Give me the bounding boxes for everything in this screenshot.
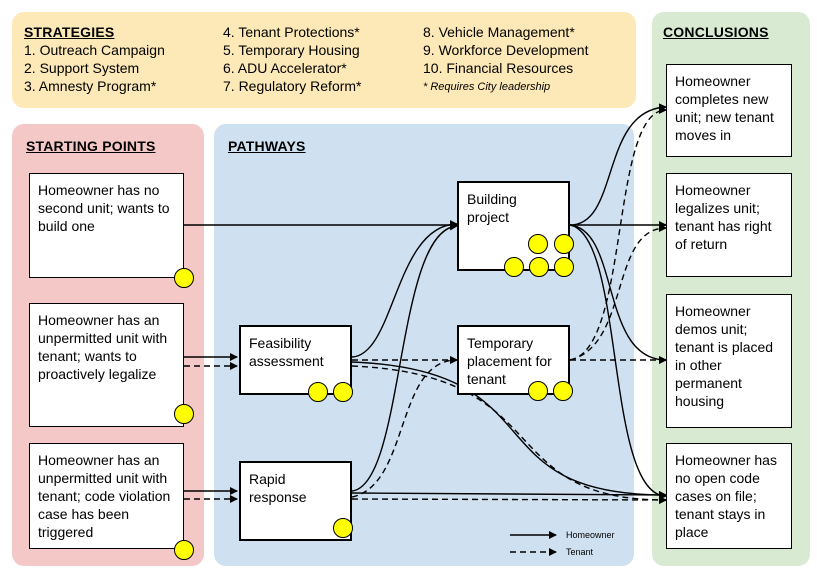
strategy-item: 9. Workforce Development bbox=[423, 42, 589, 58]
strategy-dot bbox=[174, 268, 194, 288]
conclusion-box: Homeowner demos unit; tenant is placed i… bbox=[666, 294, 792, 428]
legend-tenant-label: Tenant bbox=[566, 547, 594, 557]
flow-line-solid bbox=[351, 222, 458, 492]
strategy-dot bbox=[528, 381, 548, 401]
strategy-dot bbox=[174, 404, 194, 424]
strategy-dot bbox=[174, 540, 194, 560]
pathways-title: PATHWAYS bbox=[228, 138, 306, 154]
strategy-dot bbox=[504, 257, 524, 277]
strategy-dot bbox=[554, 257, 574, 277]
strategy-item: 8. Vehicle Management* bbox=[423, 24, 575, 40]
conclusion-box: Homeowner has no open code cases on file… bbox=[666, 443, 792, 549]
strategy-dot bbox=[308, 382, 328, 402]
starting-point-box: Homeowner has an unpermitted unit with t… bbox=[29, 443, 184, 549]
conclusions-title: CONCLUSIONS bbox=[663, 24, 769, 40]
flow-line-dashed bbox=[351, 495, 667, 504]
strategies-panel bbox=[12, 12, 636, 108]
strategy-dot bbox=[528, 234, 548, 254]
flow-line-solid bbox=[351, 361, 667, 499]
temporary-placement-box: Temporary placement for tenant bbox=[457, 325, 570, 395]
starting-points-title: STARTING POINTS bbox=[26, 138, 156, 154]
flow-line-dashed bbox=[569, 224, 667, 361]
strategies-note: * Requires City leadership bbox=[423, 81, 551, 93]
strategy-dot bbox=[333, 382, 353, 402]
flow-line-solid bbox=[569, 103, 667, 226]
flow-line-dashed bbox=[351, 356, 458, 498]
flow-line-solid bbox=[569, 224, 667, 500]
strategy-item: 2. Support System bbox=[24, 60, 140, 76]
building-project-box: Building project bbox=[457, 181, 570, 271]
strategy-item: 5. Temporary Housing bbox=[223, 42, 360, 58]
strategy-dot bbox=[553, 381, 573, 401]
strategy-item: 6. ADU Accelerator* bbox=[223, 60, 347, 76]
legend-homeowner-label: Homeowner bbox=[566, 530, 615, 540]
strategy-item: 4. Tenant Protections* bbox=[223, 24, 360, 40]
starting-point-box: Homeowner has an unpermitted unit with t… bbox=[29, 303, 184, 427]
strategy-item: 3. Amnesty Program* bbox=[24, 78, 157, 94]
flow-line-solid bbox=[351, 220, 458, 358]
conclusion-box: Homeowner completes new unit; new tenant… bbox=[666, 64, 792, 157]
flow-line-solid bbox=[569, 224, 667, 364]
strategy-item: 10. Financial Resources bbox=[423, 60, 574, 76]
strategies-title: STRATEGIES bbox=[24, 24, 115, 40]
feasibility-assessment-box: Feasibility assessment bbox=[239, 325, 352, 395]
conclusion-box: Homeowner legalizes unit; tenant has rig… bbox=[666, 173, 792, 277]
strategy-dot bbox=[554, 234, 574, 254]
strategy-dot bbox=[529, 257, 549, 277]
flow-line-dashed bbox=[569, 106, 667, 361]
flow-line-dashed bbox=[351, 365, 667, 504]
strategy-item: 7. Regulatory Reform* bbox=[223, 78, 362, 94]
strategy-dot bbox=[333, 518, 353, 538]
strategy-item: 1. Outreach Campaign bbox=[24, 42, 165, 58]
flow-line-solid bbox=[351, 490, 667, 499]
starting-point-box: Homeowner has no second unit; wants to b… bbox=[29, 173, 184, 278]
